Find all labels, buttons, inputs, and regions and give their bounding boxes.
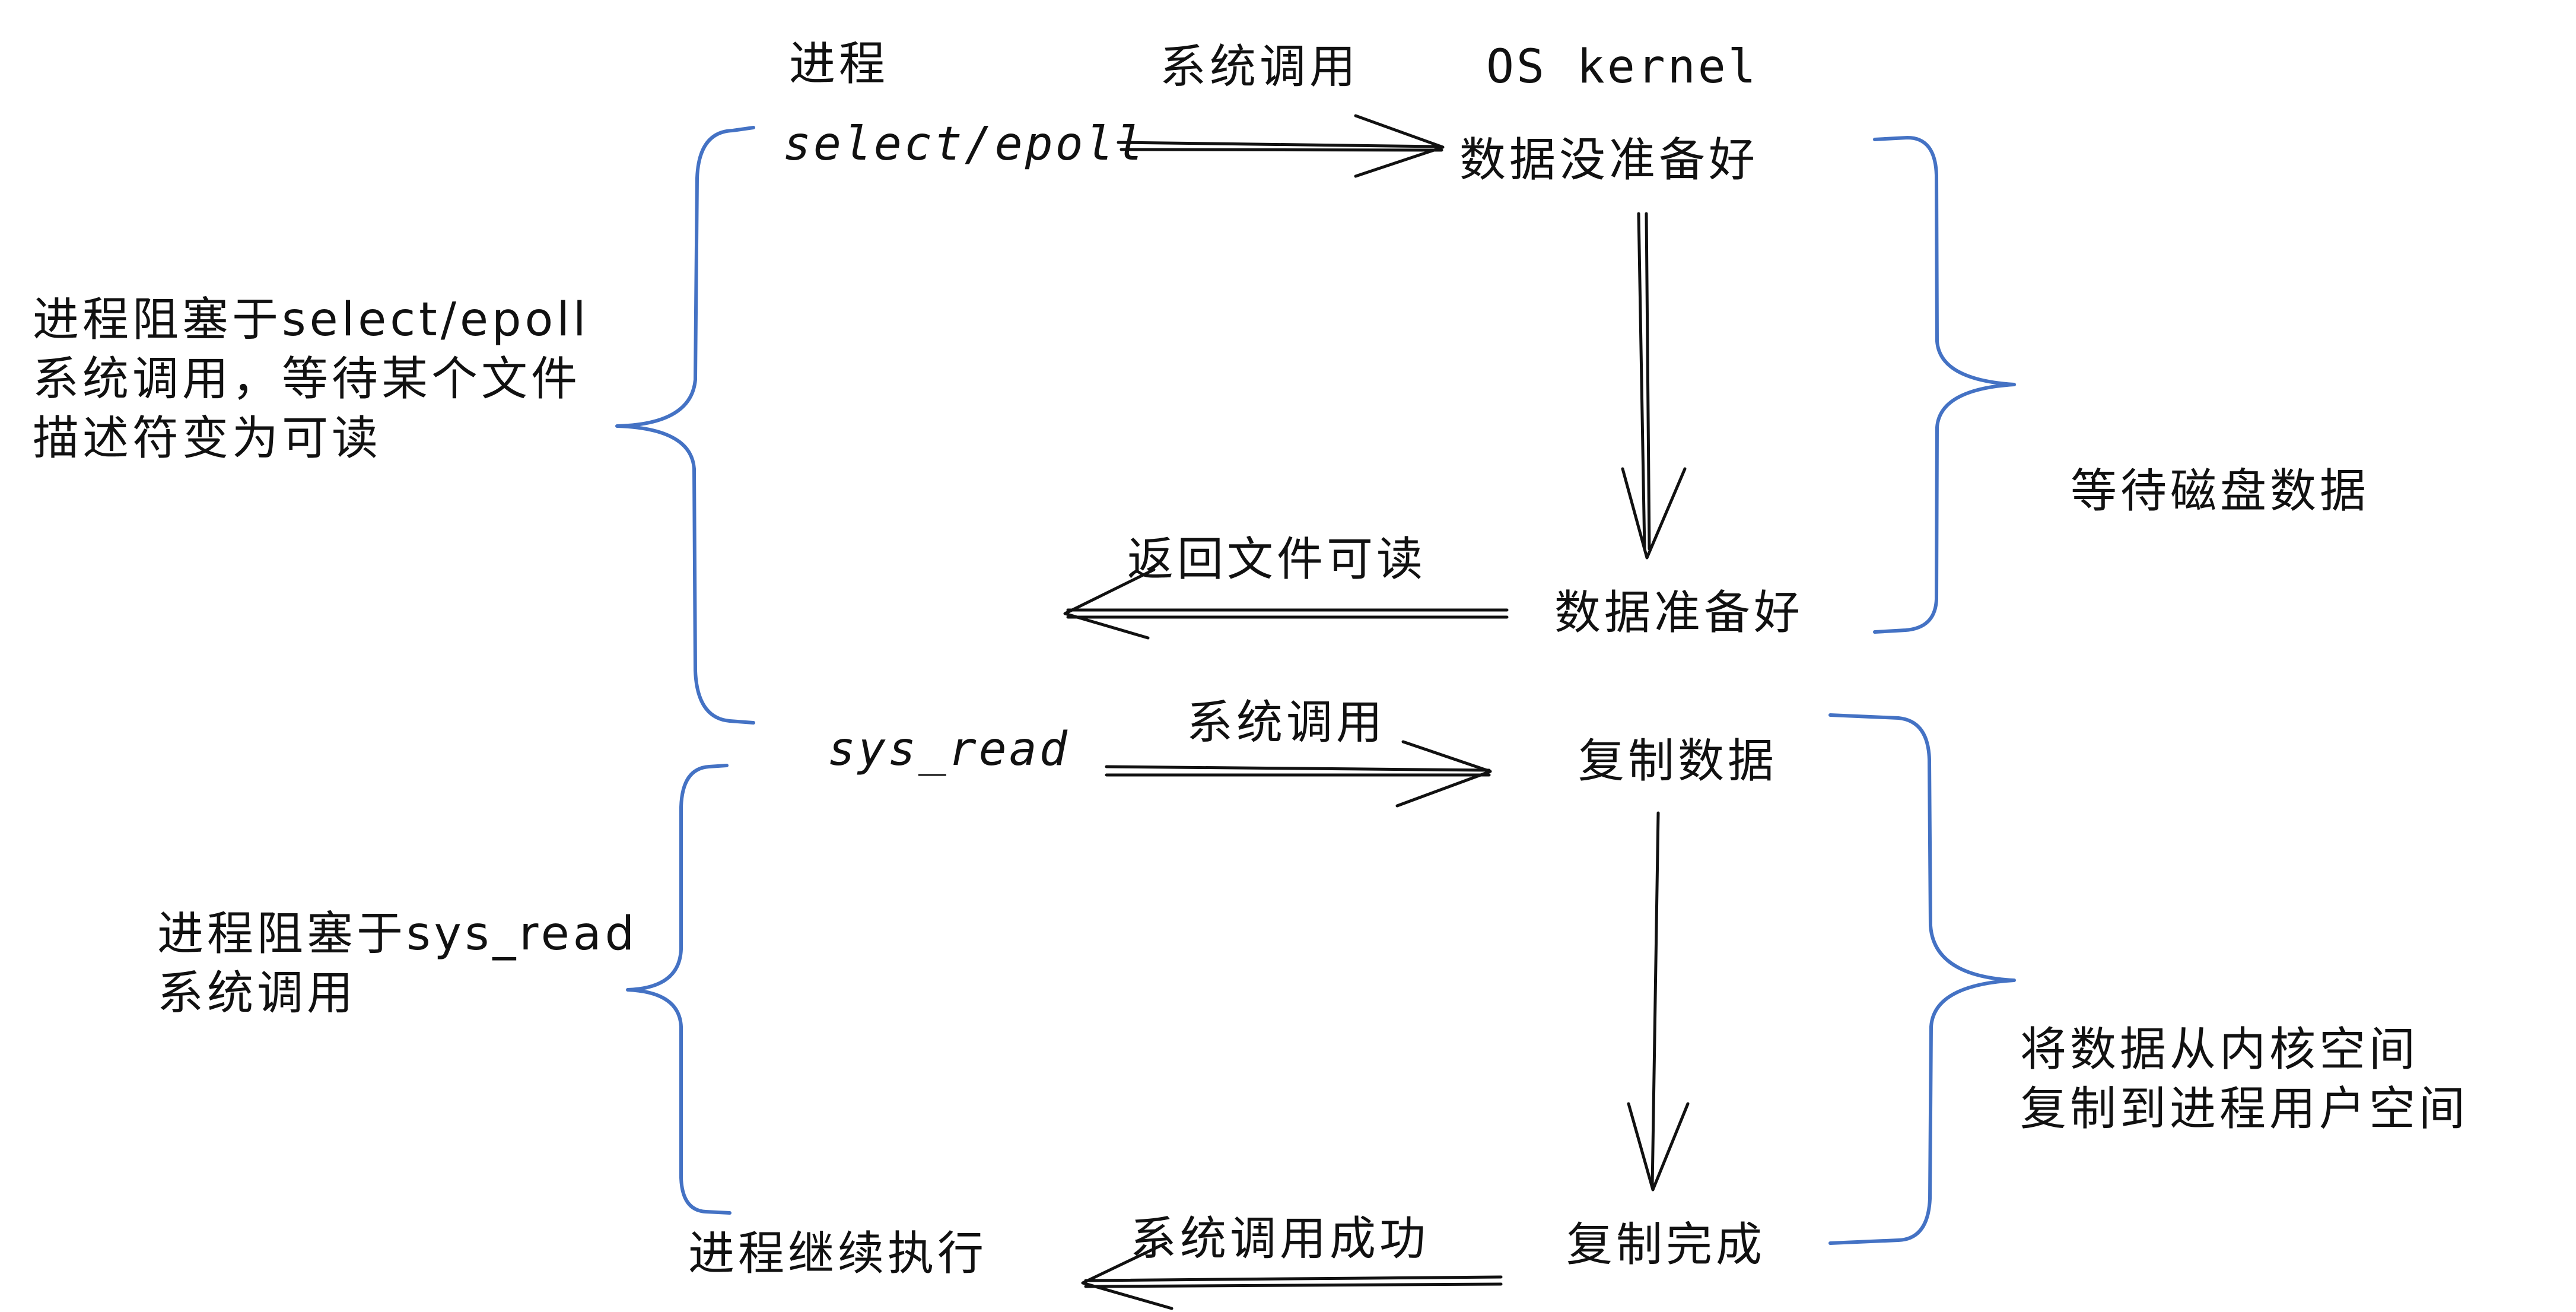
arrow-syscall-read	[1105, 740, 1492, 808]
label-return-readable: 返回文件可读	[1127, 533, 1427, 586]
label-syscall-2: 系统调用	[1187, 696, 1386, 749]
label-data-not-ready: 数据没准备好	[1459, 134, 1759, 187]
label-data-ready: 数据准备好	[1554, 586, 1804, 640]
header-process: 进程	[789, 37, 889, 91]
note-left-bottom-line-1: 进程阻塞于sys_read	[157, 907, 638, 961]
note-right-top: 等待磁盘数据	[2071, 465, 2370, 518]
header-kernel: OS kernel	[1486, 40, 1758, 94]
arrow-syscall-success	[1081, 1241, 1503, 1310]
label-select-epoll: select/epoll	[783, 117, 1146, 171]
brace-right-top	[1873, 136, 2016, 634]
label-copy-data: 复制数据	[1578, 735, 1778, 788]
note-left-bottom-line-2: 系统调用	[157, 966, 357, 1020]
label-process-continue: 进程继续执行	[688, 1227, 988, 1281]
arrow-copy	[1627, 811, 1690, 1192]
brace-left-bottom	[626, 764, 732, 1215]
note-left-bottom: 进程阻塞于sys_read 系统调用	[157, 905, 638, 1024]
arrow-syscall-select	[1117, 114, 1445, 178]
note-right-bottom-line-2: 复制到进程用户空间	[2020, 1082, 2469, 1136]
note-left-top-line-3: 描述符变为可读	[33, 411, 382, 465]
note-left-top-line-2: 系统调用，等待某个文件	[33, 352, 581, 406]
note-left-top: 进程阻塞于select/epoll 系统调用，等待某个文件 描述符变为可读	[33, 291, 590, 468]
label-copy-done: 复制完成	[1566, 1218, 1766, 1272]
header-syscall: 系统调用	[1160, 40, 1360, 94]
note-right-bottom: 将数据从内核空间 复制到进程用户空间	[2020, 1021, 2469, 1139]
label-syscall-success: 系统调用成功	[1130, 1212, 1430, 1266]
note-right-bottom-line-1: 将数据从内核空间	[2020, 1023, 2419, 1076]
arrow-wait-disk	[1621, 212, 1687, 560]
label-sys-read: sys_read	[828, 723, 1070, 776]
brace-left-top	[615, 126, 755, 725]
note-left-top-line-1: 进程阻塞于select/epoll	[33, 293, 590, 347]
brace-right-bottom	[1828, 713, 2016, 1245]
arrow-return-readable	[1063, 568, 1509, 640]
